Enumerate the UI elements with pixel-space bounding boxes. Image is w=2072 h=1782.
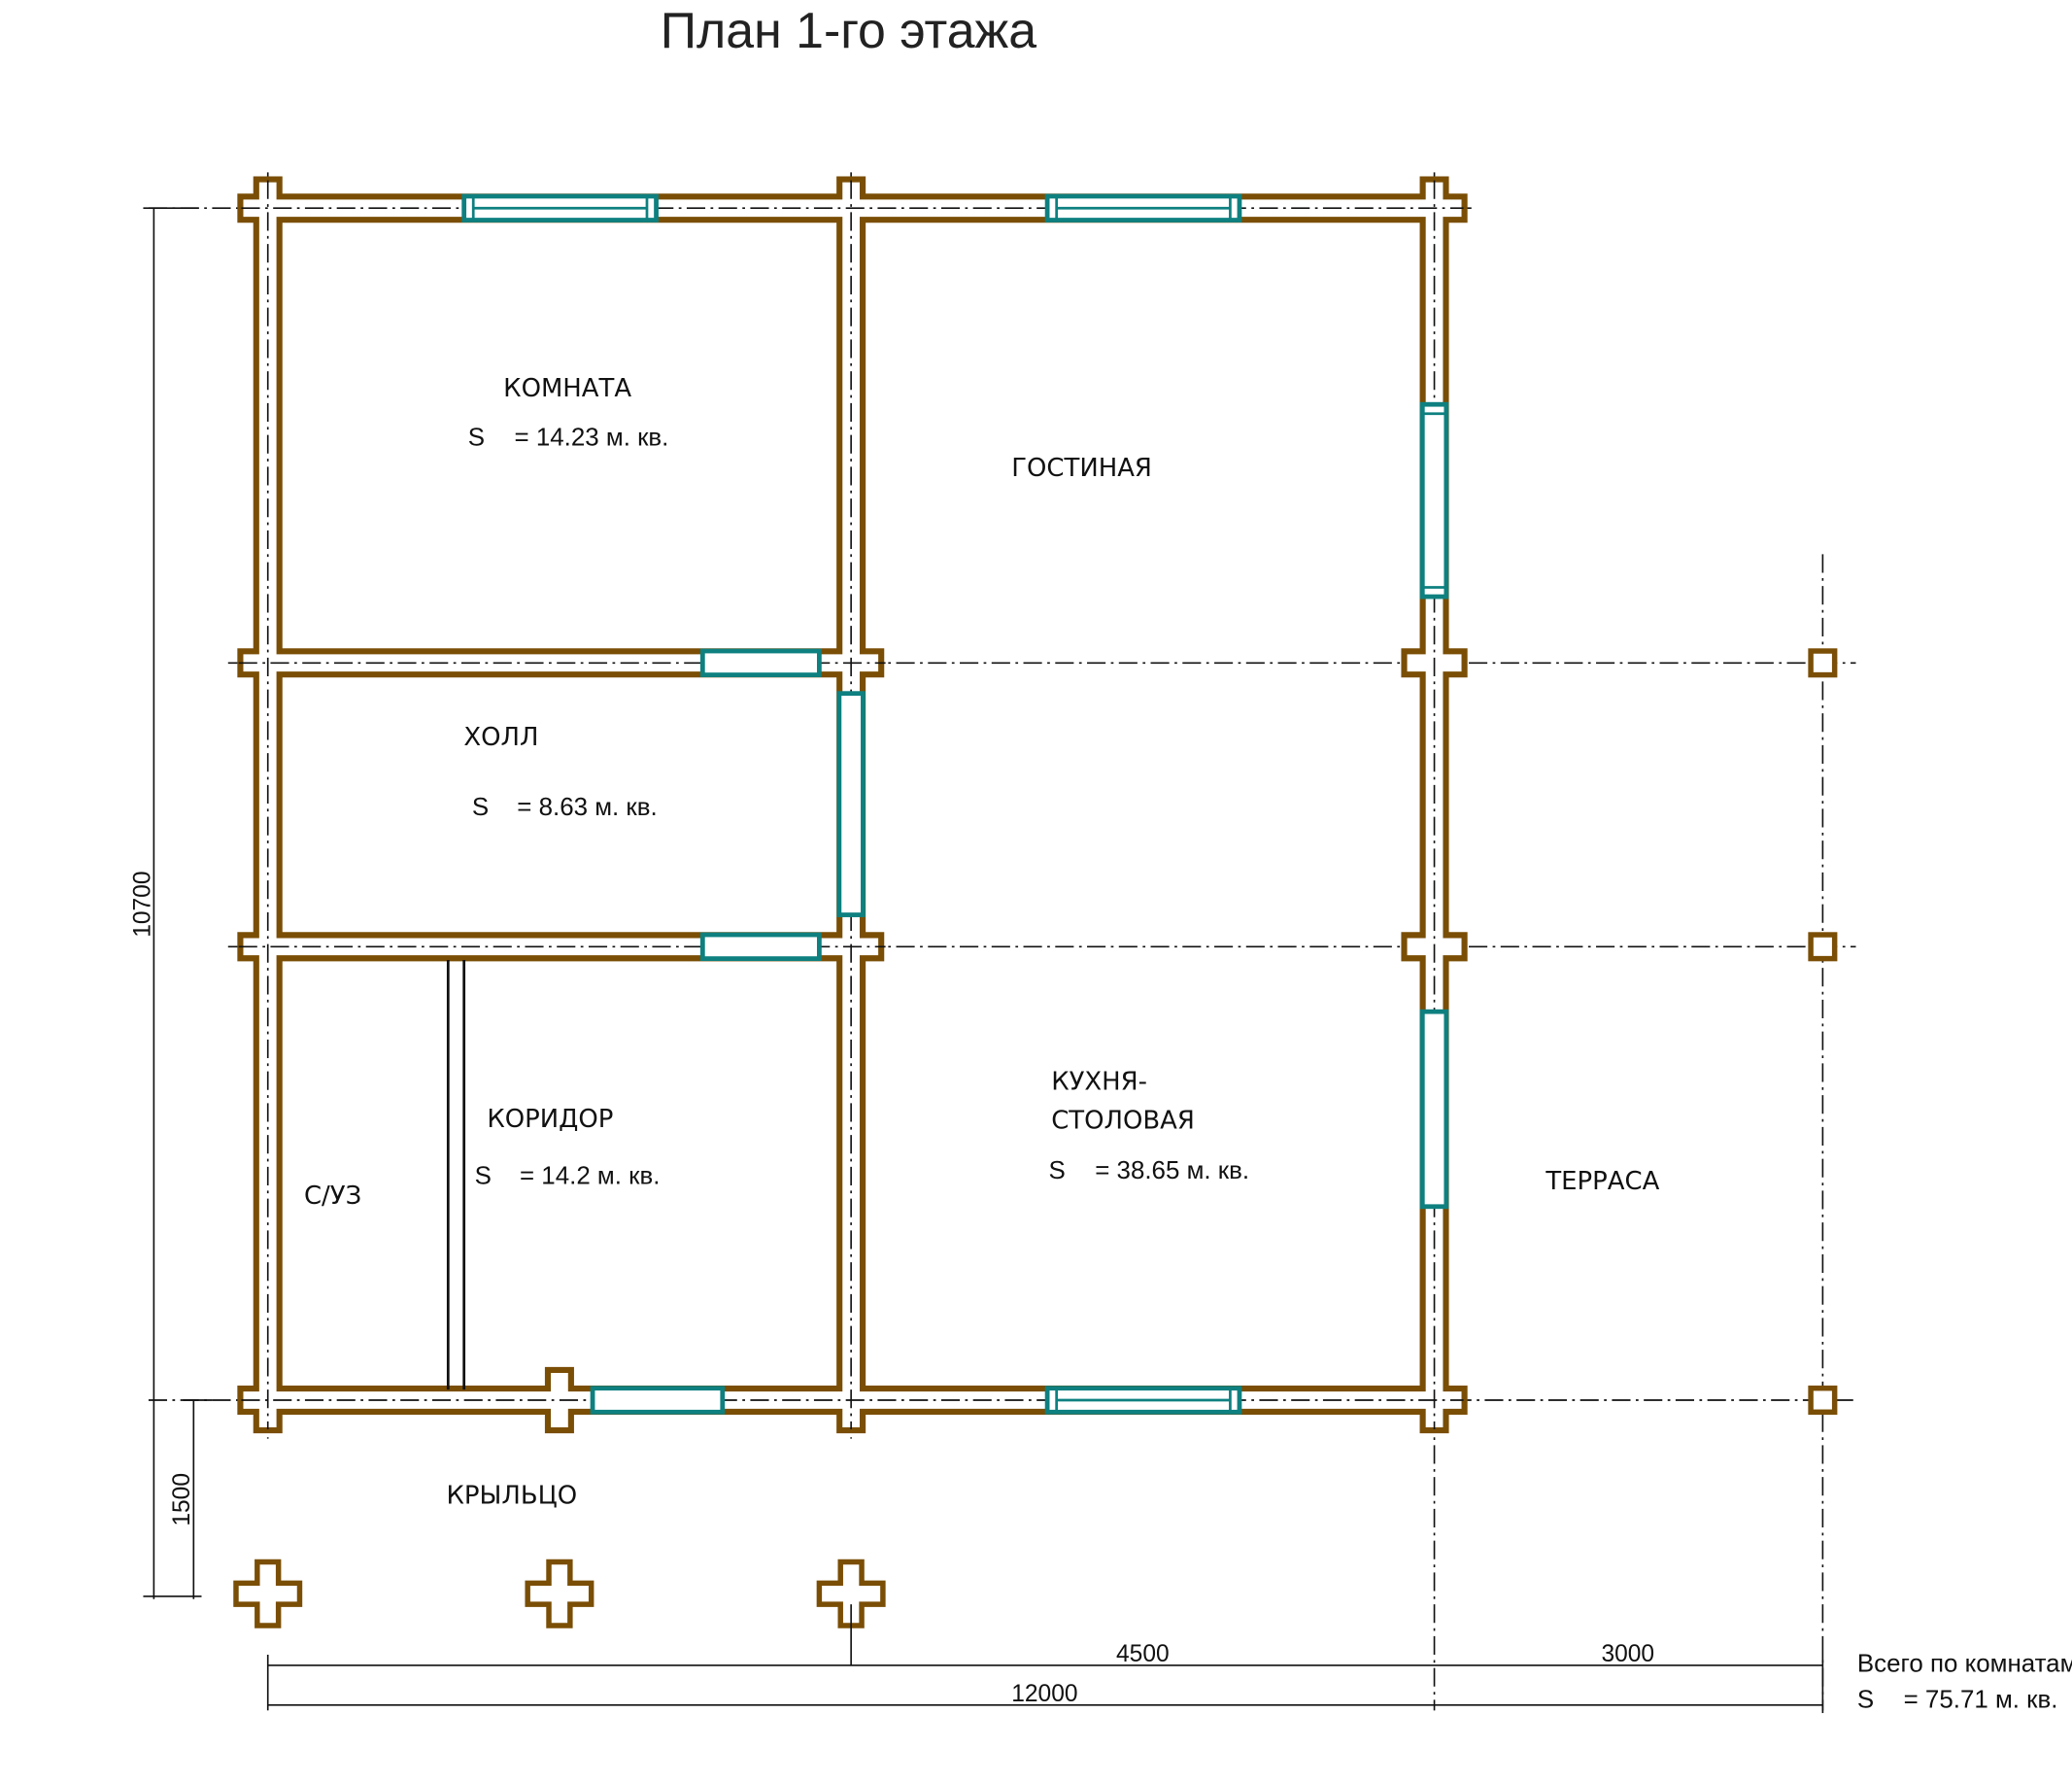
room-kitchen-name-2: СТОЛОВАЯ: [1051, 1106, 1195, 1135]
dim-width-total: 12000: [1011, 1681, 1077, 1707]
room-komnata-s: S: [468, 424, 485, 451]
dim-span-2: 3000: [1601, 1641, 1654, 1667]
room-kitchen-s: S: [1048, 1157, 1065, 1184]
dim-porch: 1500: [169, 1473, 195, 1526]
plan-title: План 1-го этажа: [661, 2, 1036, 58]
room-kitchen-area: = 38.65 м. кв.: [1095, 1157, 1249, 1184]
window-right-upper: [1419, 401, 1449, 600]
room-bathroom-name: С/УЗ: [304, 1182, 361, 1211]
entrance-door: [590, 1386, 726, 1415]
window-top-living: [1044, 193, 1242, 223]
room-komnata-area: = 14.23 м. кв.: [515, 424, 669, 451]
terrace-posts: [1808, 648, 1838, 1416]
total-label: Всего по комнатам:: [1857, 1651, 2072, 1678]
door-hall-living: [836, 691, 866, 917]
windows: [461, 193, 1449, 1415]
door-hall-corridor: [699, 932, 822, 961]
total-s: S: [1857, 1687, 1874, 1714]
window-top-room: [461, 193, 659, 223]
bathroom-partition: [446, 959, 466, 1390]
total-area: = 75.71 м. кв.: [1904, 1687, 2058, 1714]
room-kitchen-name-1: КУХНЯ-: [1051, 1068, 1147, 1097]
room-holl-s: S: [472, 794, 489, 821]
dim-span-1: 4500: [1116, 1641, 1170, 1667]
room-holl-area: = 8.63 м. кв.: [517, 794, 657, 821]
room-komnata-name: КОМНАТА: [503, 374, 631, 403]
room-koridor-name: КОРИДОР: [487, 1105, 613, 1134]
room-koridor-area: = 14.2 м. кв.: [520, 1163, 660, 1190]
room-terrace-name: ТЕРРАСА: [1545, 1167, 1659, 1196]
room-gostinaya-name: ГОСТИНАЯ: [1011, 454, 1152, 483]
room-holl-name: ХОЛЛ: [463, 723, 538, 752]
room-porch-name: КРЫЛЬЦО: [446, 1481, 577, 1510]
dim-height-total: 10700: [129, 872, 155, 938]
window-bottom-kitchen: [1044, 1386, 1242, 1415]
door-room-hall: [699, 648, 822, 677]
room-koridor-s: S: [475, 1163, 492, 1190]
window-right-lower: [1419, 1009, 1449, 1210]
porch-posts: [233, 1559, 886, 1628]
dimension-lines: [143, 207, 1824, 1714]
